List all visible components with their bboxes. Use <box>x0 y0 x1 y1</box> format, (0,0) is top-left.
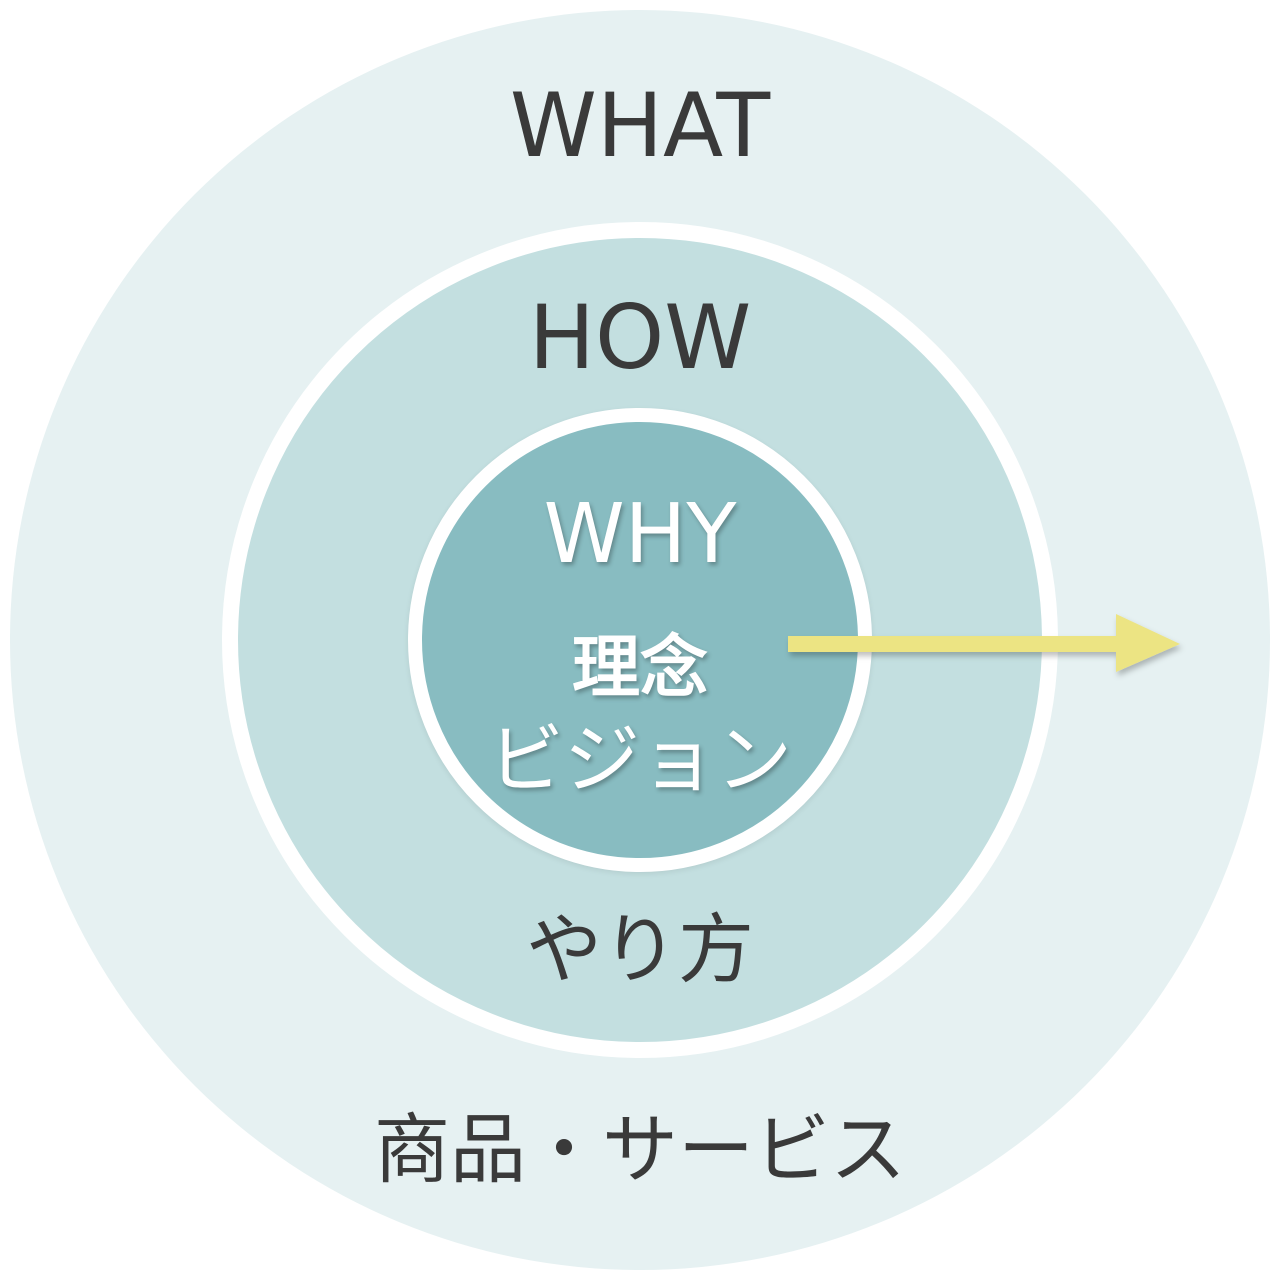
outward-arrow <box>788 614 1180 672</box>
what-title: WHAT <box>509 74 771 177</box>
why-subtitle-line1: 理念 <box>571 629 708 708</box>
what-subtitle: 商品・サービス <box>374 1105 906 1194</box>
why-title: WHY <box>543 487 737 582</box>
how-subtitle: やり方 <box>526 905 754 994</box>
arrow-icon <box>788 614 1180 672</box>
why-subtitle-line2: ビジョン <box>488 715 792 804</box>
how-title: HOW <box>528 286 752 389</box>
